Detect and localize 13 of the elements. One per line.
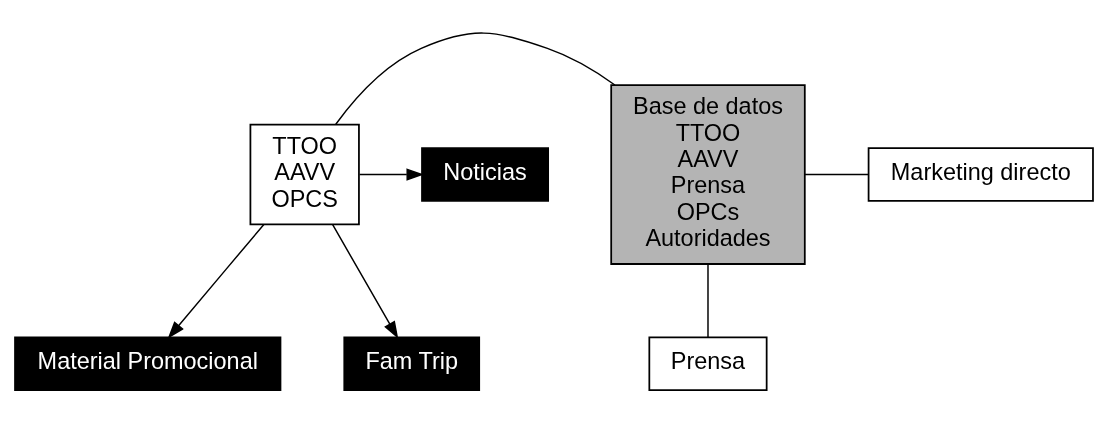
node-box: Marketing directo xyxy=(867,147,1094,202)
node-box: Material Promocional xyxy=(14,336,282,391)
arrow xyxy=(358,168,425,181)
node-box: Noticias xyxy=(421,147,549,202)
arrow xyxy=(167,223,265,339)
node-box: Base de datos TTOO AAVV Prensa OPCs Autoridades xyxy=(610,84,806,265)
connector xyxy=(335,32,616,125)
connector xyxy=(707,263,709,338)
node-box: Prensa xyxy=(648,336,768,391)
arrow xyxy=(331,223,399,339)
node-box: Fam Trip xyxy=(343,336,481,391)
connector xyxy=(804,173,869,176)
node-box: TTOO AAVV OPCS xyxy=(249,123,360,226)
